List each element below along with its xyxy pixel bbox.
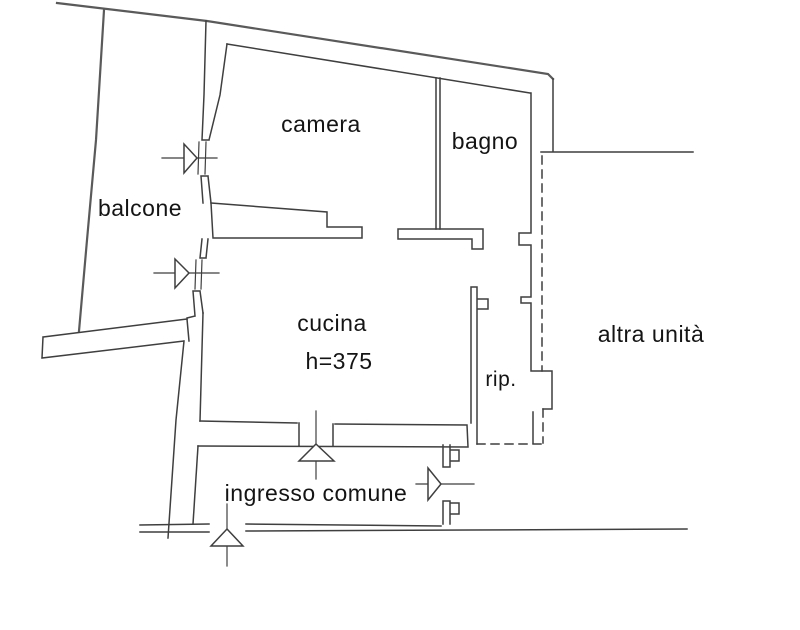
door-cucina-ingresso-icon	[297, 410, 336, 480]
wall-bagno-south	[397, 228, 484, 250]
wall-left-outer	[77, 8, 106, 333]
wall-ingresso-south	[139, 523, 688, 533]
wall-cucina-west	[199, 312, 204, 422]
room-label-camera: camera	[281, 111, 361, 137]
room-label-cucina-height: h=375	[305, 348, 372, 374]
door-ingresso-right-icon	[415, 465, 475, 503]
wall-camera-bagno-divider	[435, 77, 441, 230]
door-triangle	[209, 527, 245, 547]
door-triangle	[297, 442, 336, 462]
room-label-balcone: balcone	[98, 195, 182, 221]
window-triangle	[183, 142, 199, 176]
room-label-bagno: bagno	[452, 128, 518, 154]
wall-right-upper	[540, 78, 694, 153]
room-label-ingresso-comune: ingresso comune	[225, 480, 408, 506]
wall-ingresso-west	[192, 445, 199, 525]
room-label-cucina: cucina	[297, 310, 366, 336]
walls	[41, 1, 694, 539]
wall-top-inner	[226, 43, 531, 94]
wall-east-solid	[518, 92, 553, 444]
room-label-rip: rip.	[485, 368, 516, 391]
wall-east-dashed-boundary	[476, 155, 544, 445]
wall-top-outer	[55, 1, 555, 81]
wall-southwest-outer	[41, 318, 188, 539]
wall-ingresso-east	[442, 444, 460, 525]
wall-balcony-west	[186, 20, 228, 342]
room-labels: balcone camera bagno cucina h=375 rip. a…	[98, 111, 704, 506]
window-triangle	[174, 257, 191, 290]
door-ingresso-exterior-icon	[209, 503, 245, 567]
wall-camera-south	[210, 202, 363, 239]
window-balcone-upper-icon	[161, 141, 218, 176]
door-triangle	[427, 465, 442, 503]
window-balcone-lower-icon	[153, 257, 220, 290]
wall-rip-west	[470, 286, 489, 445]
room-label-altra-unita: altra unità	[598, 321, 705, 347]
wall-cucina-south	[197, 420, 469, 448]
